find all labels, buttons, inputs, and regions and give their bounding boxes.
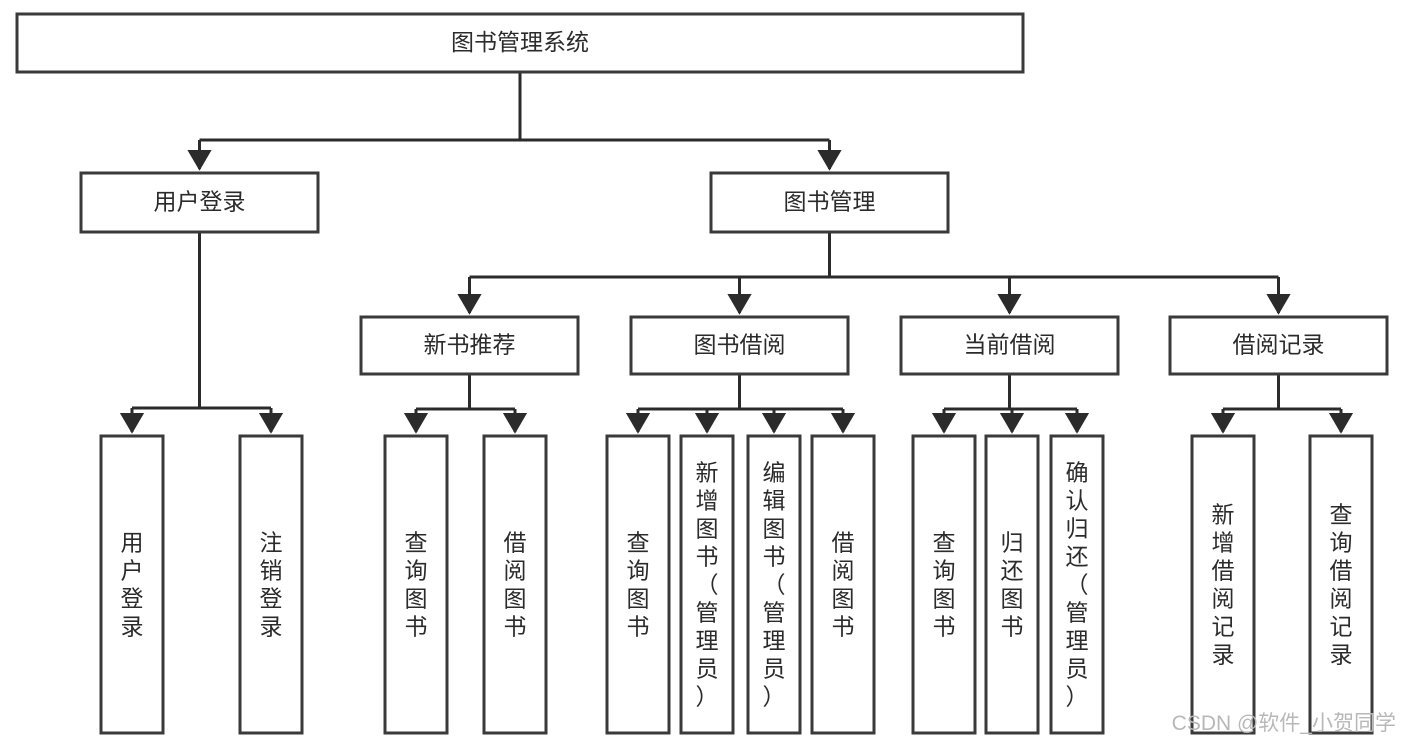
- node-label: 编辑图书（管理员）: [763, 460, 786, 710]
- node-root[interactable]: 图书管理系统: [15, 12, 1025, 74]
- node-box: [629, 315, 850, 376]
- node-label: 当前借阅: [964, 332, 1056, 358]
- node-user-login[interactable]: 用户登录: [79, 171, 320, 234]
- leaf-leaf-query-book-recommend[interactable]: 查询图书: [383, 434, 449, 735]
- leaf-leaf-add-borrow-record[interactable]: 新增借阅记录: [1190, 434, 1256, 735]
- node-label: 用户登录: [121, 530, 144, 640]
- leaf-leaf-query-book-current[interactable]: 查询图书: [911, 434, 977, 735]
- node-box: [709, 171, 950, 234]
- leaf-leaf-logout-login[interactable]: 注销登录: [238, 434, 304, 735]
- node-current-borrow[interactable]: 当前借阅: [899, 315, 1120, 376]
- leaf-leaf-query-book-borrow[interactable]: 查询图书: [605, 434, 671, 735]
- leaf-leaf-borrow-book-recommend[interactable]: 借阅图书: [482, 434, 548, 735]
- node-box: [1190, 434, 1256, 735]
- node-label: 图书管理: [784, 189, 876, 215]
- node-label: 新书推荐: [424, 332, 516, 358]
- leaf-leaf-user-login[interactable]: 用户登录: [99, 434, 165, 735]
- node-book-borrow[interactable]: 图书借阅: [629, 315, 850, 376]
- node-label: 借阅图书: [832, 530, 855, 640]
- node-box: [911, 434, 977, 735]
- node-box: [1308, 434, 1374, 735]
- node-label: 确认归还（管理员）: [1066, 460, 1089, 710]
- node-box: [99, 434, 165, 735]
- node-box: [359, 315, 580, 376]
- node-label: 用户登录: [154, 189, 246, 215]
- edges-layer: [119, 72, 1354, 434]
- leaf-leaf-add-book-admin[interactable]: 新增图书（管理员）: [679, 434, 735, 735]
- node-box: [1168, 315, 1389, 376]
- node-box: [679, 434, 735, 735]
- node-label: 图书管理系统: [451, 29, 589, 55]
- node-box: [1049, 434, 1105, 735]
- node-label: 归还图书: [1001, 530, 1024, 640]
- node-book-management[interactable]: 图书管理: [709, 171, 950, 234]
- leaf-leaf-return-book[interactable]: 归还图书: [984, 434, 1040, 735]
- node-box: [79, 171, 320, 234]
- node-label: 新增图书（管理员）: [696, 460, 719, 710]
- node-box: [383, 434, 449, 735]
- node-label: 注销登录: [260, 530, 283, 640]
- node-label: 借阅记录: [1233, 332, 1325, 358]
- nodes-layer: 图书管理系统用户登录图书管理新书推荐图书借阅当前借阅借阅记录用户登录注销登录查询…: [15, 12, 1389, 735]
- node-label: 查询借阅记录: [1330, 502, 1353, 668]
- leaf-leaf-confirm-return-admin[interactable]: 确认归还（管理员）: [1049, 434, 1105, 735]
- node-box: [746, 434, 802, 735]
- node-box: [482, 434, 548, 735]
- node-box: [810, 434, 876, 735]
- node-box: [238, 434, 304, 735]
- node-new-book-recommend[interactable]: 新书推荐: [359, 315, 580, 376]
- node-borrow-records[interactable]: 借阅记录: [1168, 315, 1389, 376]
- node-box: [15, 12, 1025, 74]
- node-label: 借阅图书: [504, 530, 527, 640]
- leaf-leaf-query-borrow-record[interactable]: 查询借阅记录: [1308, 434, 1374, 735]
- node-box: [605, 434, 671, 735]
- leaf-leaf-edit-book-admin[interactable]: 编辑图书（管理员）: [746, 434, 802, 735]
- node-label: 图书借阅: [694, 332, 786, 358]
- watermark-label: CSDN @软件_小贺同学: [1172, 712, 1396, 735]
- node-box: [984, 434, 1040, 735]
- node-label: 查询图书: [933, 530, 956, 640]
- node-label: 新增借阅记录: [1212, 502, 1235, 668]
- node-label: 查询图书: [405, 530, 428, 640]
- node-label: 查询图书: [627, 530, 650, 640]
- leaf-leaf-borrow-book-borrow[interactable]: 借阅图书: [810, 434, 876, 735]
- node-box: [899, 315, 1120, 376]
